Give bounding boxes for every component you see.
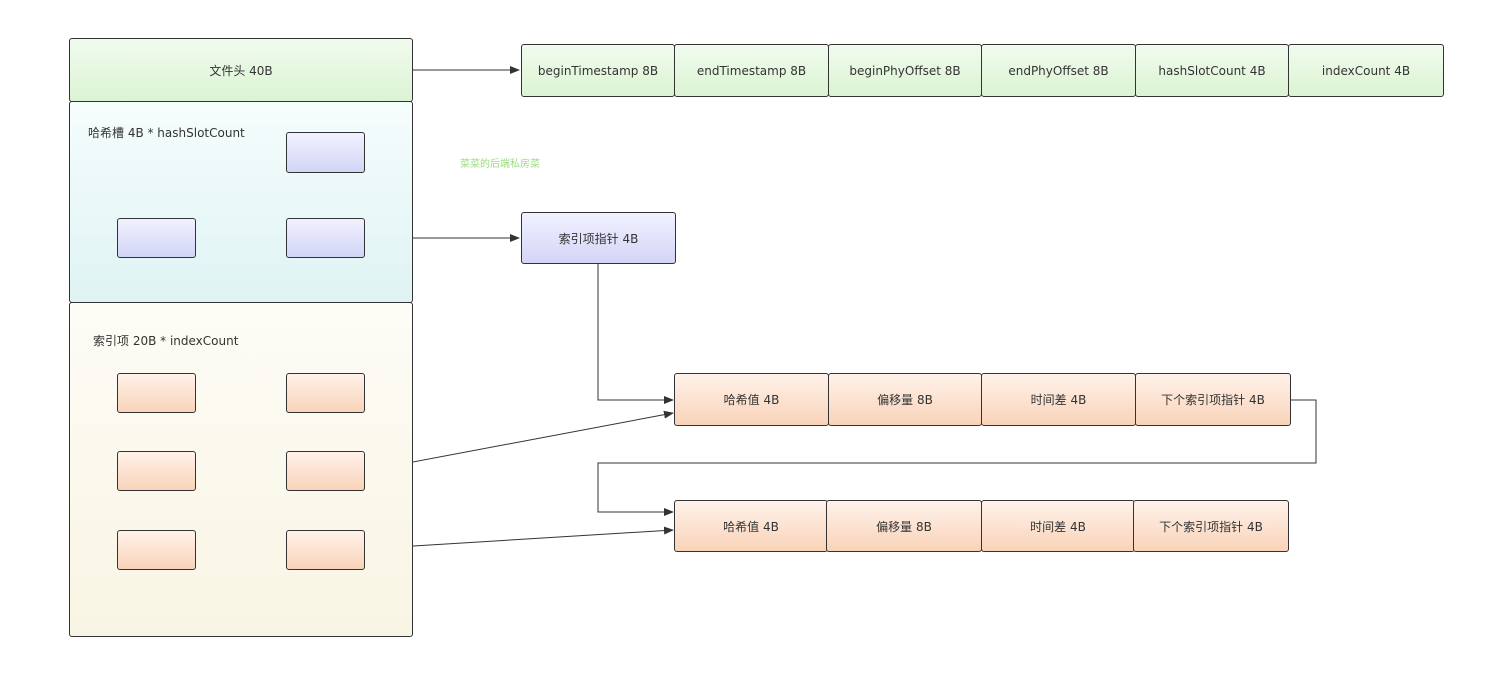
hash-slot [117,218,196,258]
item-to-entry2-arrow [364,526,674,550]
header-field-label: beginTimestamp 8B [537,63,659,78]
index-item-section-label: 索引项 20B * indexCount [93,334,239,348]
header-field-label: indexCount 4B [1321,63,1411,78]
item-to-entry1-arrow [364,410,674,472]
header-field-end-phy-offset: endPhyOffset 8B [981,44,1136,97]
entry1-next-pointer: 下个索引项指针 4B [1135,373,1291,426]
index-item [117,373,196,413]
entry-field-label: 时间差 4B [1030,519,1086,534]
entry1-offset: 偏移量 8B [828,373,982,426]
header-field-label: hashSlotCount 4B [1158,63,1266,78]
entry1-hash-value: 哈希值 4B [674,373,829,426]
header-field-end-timestamp: endTimestamp 8B [674,44,829,97]
index-item [117,451,196,491]
watermark-text: 菜菜的后端私房菜 [460,159,540,170]
hash-slot [286,218,365,258]
entry2-hash-value: 哈希值 4B [674,500,828,552]
entry2-offset: 偏移量 8B [826,500,982,552]
file-header-box: 文件头 40B [69,38,413,102]
entry-field-label: 偏移量 8B [876,519,932,534]
index-item [286,451,365,491]
entry2-next-pointer: 下个索引项指针 4B [1133,500,1289,552]
index-item [286,373,365,413]
hash-slot [286,132,365,173]
hash-slot-section-label: 哈希槽 4B * hashSlotCount [88,126,245,140]
index-pointer-label: 索引项指针 4B [558,231,639,246]
entry2-time-diff: 时间差 4B [981,500,1135,552]
entry-field-label: 下个索引项指针 4B [1161,393,1265,407]
file-header-label: 文件头 40B [209,63,273,78]
entry-field-label: 哈希值 4B [723,393,780,407]
header-field-begin-phy-offset: beginPhyOffset 8B [828,44,982,97]
pointer-to-entry-arrow [597,264,674,404]
entry1-time-diff: 时间差 4B [981,373,1136,426]
index-item [117,530,196,570]
index-pointer-box: 索引项指针 4B [521,212,676,264]
next-pointer-arrow [597,399,1317,516]
header-field-label: beginPhyOffset 8B [849,63,961,78]
entry-field-label: 偏移量 8B [877,393,933,407]
header-field-begin-timestamp: beginTimestamp 8B [521,44,675,97]
index-item [286,530,365,570]
entry-field-label: 时间差 4B [1030,393,1087,407]
header-field-label: endTimestamp 8B [696,63,807,78]
header-field-hash-slot-count: hashSlotCount 4B [1135,44,1289,97]
header-field-label: endPhyOffset 8B [1008,63,1109,78]
header-field-index-count: indexCount 4B [1288,44,1444,97]
entry-field-label: 下个索引项指针 4B [1159,519,1263,534]
entry-field-label: 哈希值 4B [723,519,779,534]
